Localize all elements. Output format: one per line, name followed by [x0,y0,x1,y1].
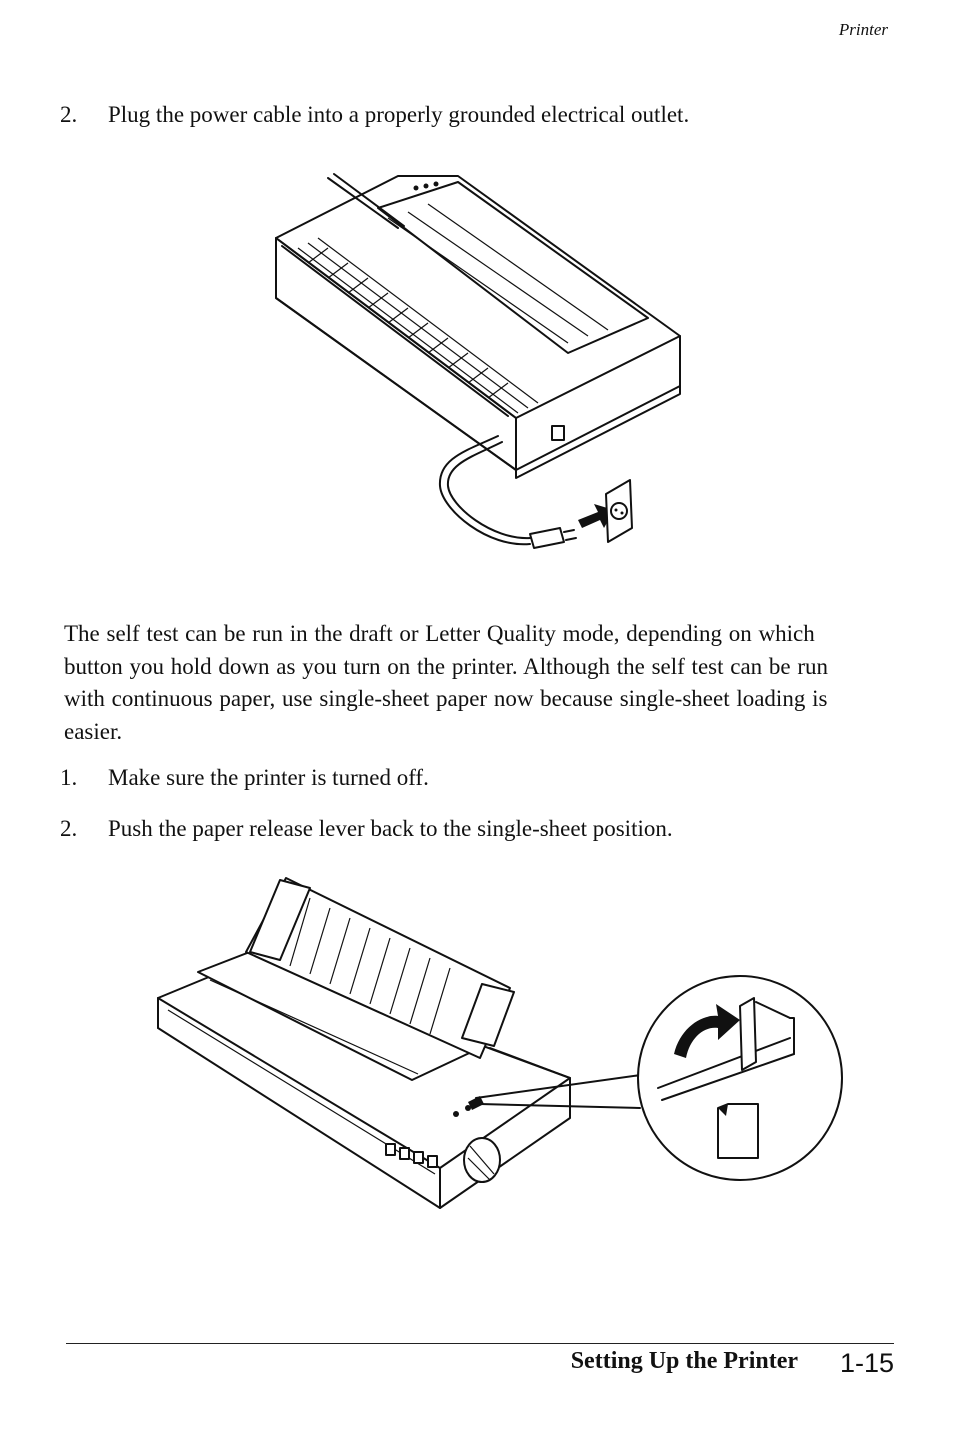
step-plug-power-cable: 2. Plug the power cable into a properly … [60,99,880,131]
step-printer-off: 1. Make sure the printer is turned off. [60,762,880,794]
footer-section-title: Setting Up the Printer [570,1348,798,1374]
figure-printer-power-outlet [268,168,688,558]
paper-release-illustration [157,877,843,1209]
step-text: Make sure the printer is turned off. [108,765,429,790]
step-number: 2. [60,102,78,127]
step-text: Plug the power cable into a properly gro… [108,102,690,127]
figure-paper-release-lever [150,868,850,1218]
printer-power-illustration [275,173,681,549]
running-head: Printer [838,20,888,39]
step-number: 1. [60,765,78,790]
step-number: 2. [60,816,78,841]
self-test-paragraph: The self test can be run in the draft or… [64,621,829,744]
footer-divider [66,1343,894,1344]
page-number: 1-15 [839,1348,894,1378]
step-paper-release-lever: 2. Push the paper release lever back to … [60,813,880,845]
step-text: Push the paper release lever back to the… [108,816,673,841]
